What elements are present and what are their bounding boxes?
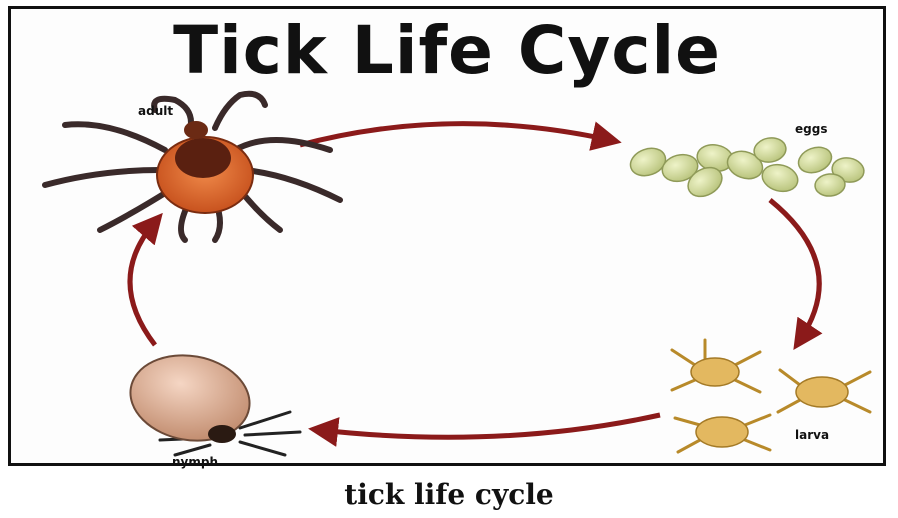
nymph-icon: [124, 346, 300, 455]
stage-label-nymph: nymph: [172, 455, 218, 469]
figure-caption: tick life cycle: [0, 478, 898, 511]
eggs-icon: [627, 135, 866, 202]
arrow-nymph-to-adult: [130, 222, 155, 345]
arrow-larva-to-nymph: [320, 415, 660, 437]
stage-label-eggs: eggs: [795, 122, 827, 136]
stage-label-larva: larva: [795, 428, 829, 442]
larva-icon: [672, 340, 870, 452]
stage-label-adult: adult: [138, 104, 173, 118]
arrow-adult-to-eggs: [300, 124, 610, 145]
arrow-eggs-to-larva: [770, 200, 819, 340]
adult-tick-icon: [45, 94, 340, 240]
